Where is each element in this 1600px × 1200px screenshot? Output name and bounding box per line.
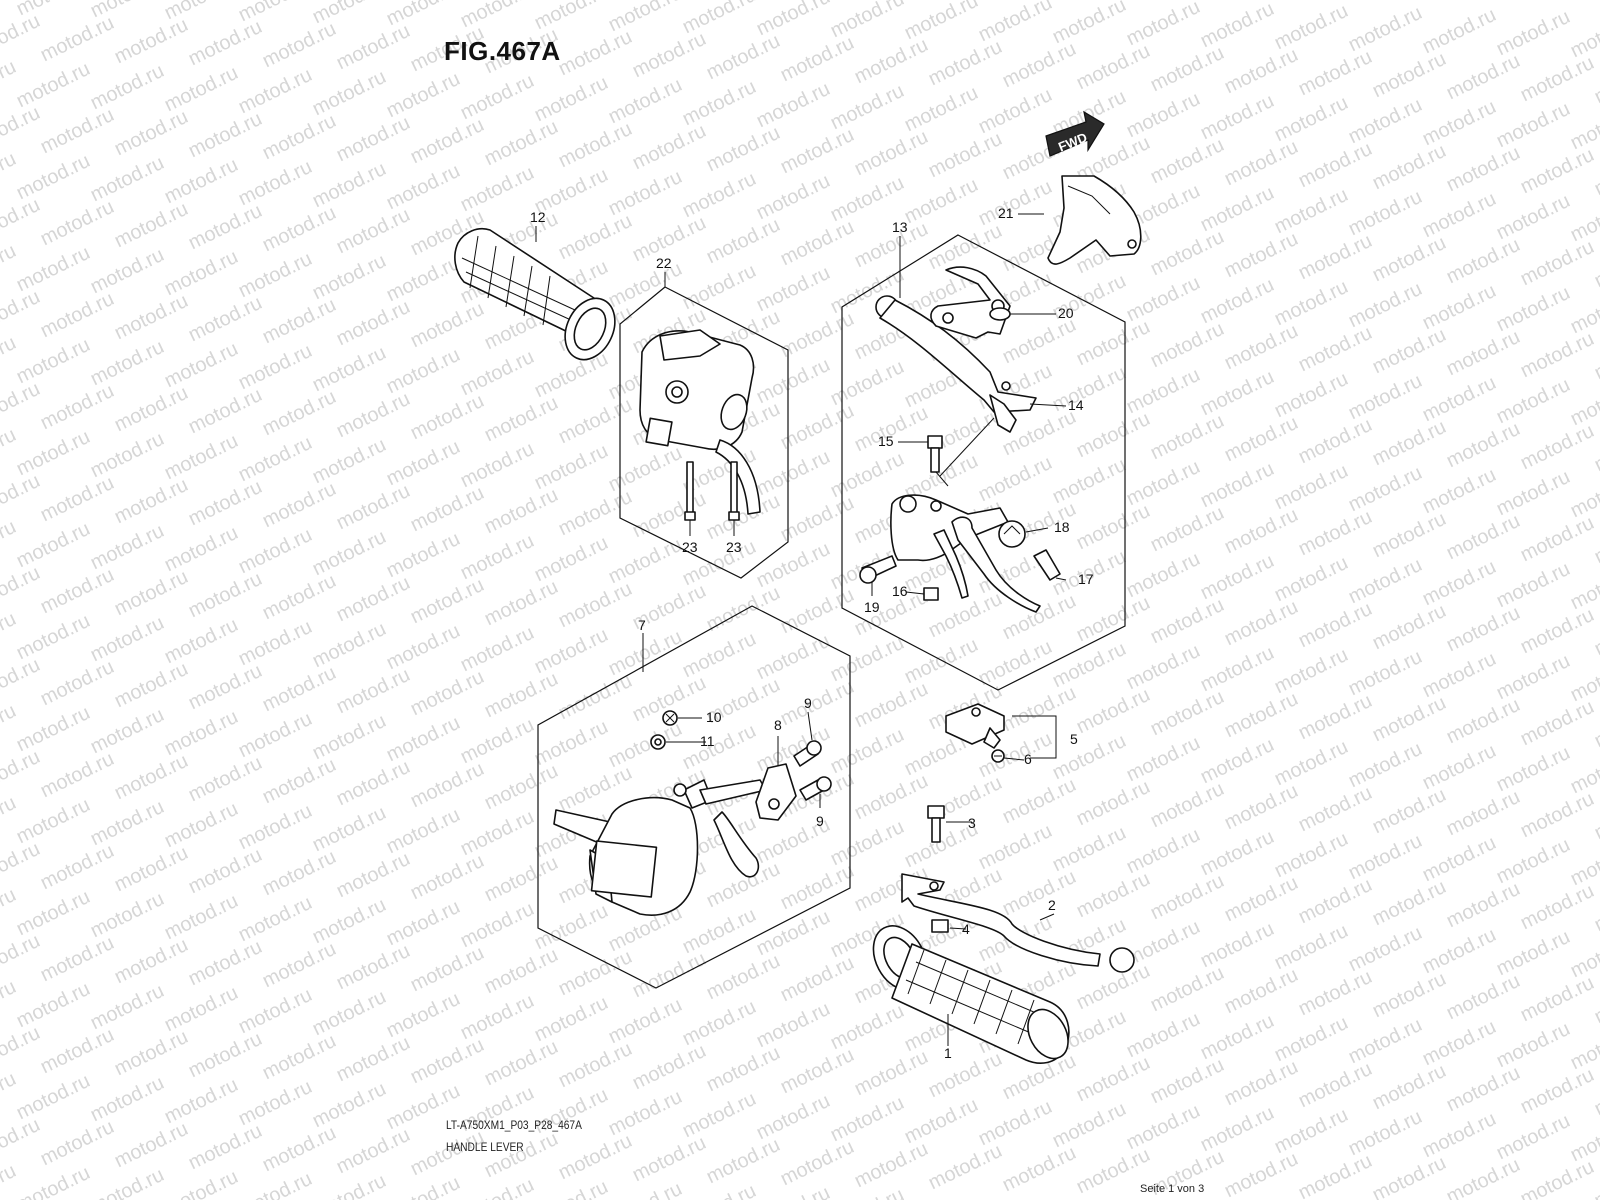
cover-21 [1047, 175, 1142, 265]
group-frame-7 [537, 605, 851, 989]
callout-15: 15 [878, 433, 894, 449]
lever-2 [901, 873, 1135, 973]
footer-diagram-code: LT-A750XM1_P03_P28_467A [446, 1118, 582, 1132]
callout-9b: 9 [816, 813, 824, 829]
callout-22: 22 [656, 255, 672, 271]
callout-14: 14 [1068, 397, 1084, 413]
group-frame-22 [619, 286, 789, 579]
callout-8: 8 [774, 717, 782, 733]
screw-10 [662, 710, 678, 726]
callout-23a: 23 [682, 539, 698, 555]
throttle-case [553, 779, 767, 916]
footer-diagram-name: HANDLE LEVER [446, 1140, 524, 1154]
callout-19: 19 [864, 599, 880, 615]
leader-lines [535, 213, 1067, 1046]
screw-23b [728, 461, 740, 521]
bracket-8 [755, 763, 797, 821]
callout-17: 17 [1078, 571, 1094, 587]
switch-5 [945, 703, 1005, 749]
callout-2: 2 [1048, 897, 1056, 913]
page-indicator: Seite 1 von 3 [1140, 1183, 1205, 1195]
switch-box [639, 329, 761, 515]
callout-12: 12 [530, 209, 546, 225]
grip-right [872, 925, 1070, 1064]
screw-9a [793, 740, 822, 767]
screw-23a [684, 461, 696, 521]
master-cylinder [890, 494, 1041, 613]
callout-16: 16 [892, 583, 908, 599]
callout-18: 18 [1054, 519, 1070, 535]
callout-4: 4 [962, 921, 970, 937]
screw-9b [799, 776, 832, 801]
washer-18 [998, 520, 1026, 548]
group-frame-13 [841, 234, 1126, 691]
bolt-17 [1033, 549, 1061, 581]
callout-9a: 9 [804, 695, 812, 711]
nut-4 [931, 919, 949, 933]
callout-5: 5 [1070, 731, 1078, 747]
nut-16 [923, 587, 939, 601]
callout-11: 11 [700, 733, 715, 749]
callout-1: 1 [944, 1045, 952, 1061]
bolt-15 [927, 435, 943, 473]
nut-11 [650, 734, 666, 750]
callout-13: 13 [892, 219, 908, 235]
callout-7: 7 [638, 617, 646, 633]
callout-3: 3 [968, 815, 976, 831]
callout-6: 6 [1024, 751, 1032, 767]
bracket-20 [930, 266, 1011, 339]
screw-6 [991, 749, 1005, 763]
bolt-19 [859, 555, 897, 584]
callout-20: 20 [1058, 305, 1074, 321]
forward-direction-badge: FWD [1045, 110, 1105, 157]
callout-23b: 23 [726, 539, 742, 555]
grip-left [454, 227, 616, 361]
callout-21: 21 [998, 205, 1014, 221]
callout-10: 10 [706, 709, 722, 725]
bolt-3 [927, 805, 945, 843]
figure-title: FIG.467A [444, 36, 561, 66]
